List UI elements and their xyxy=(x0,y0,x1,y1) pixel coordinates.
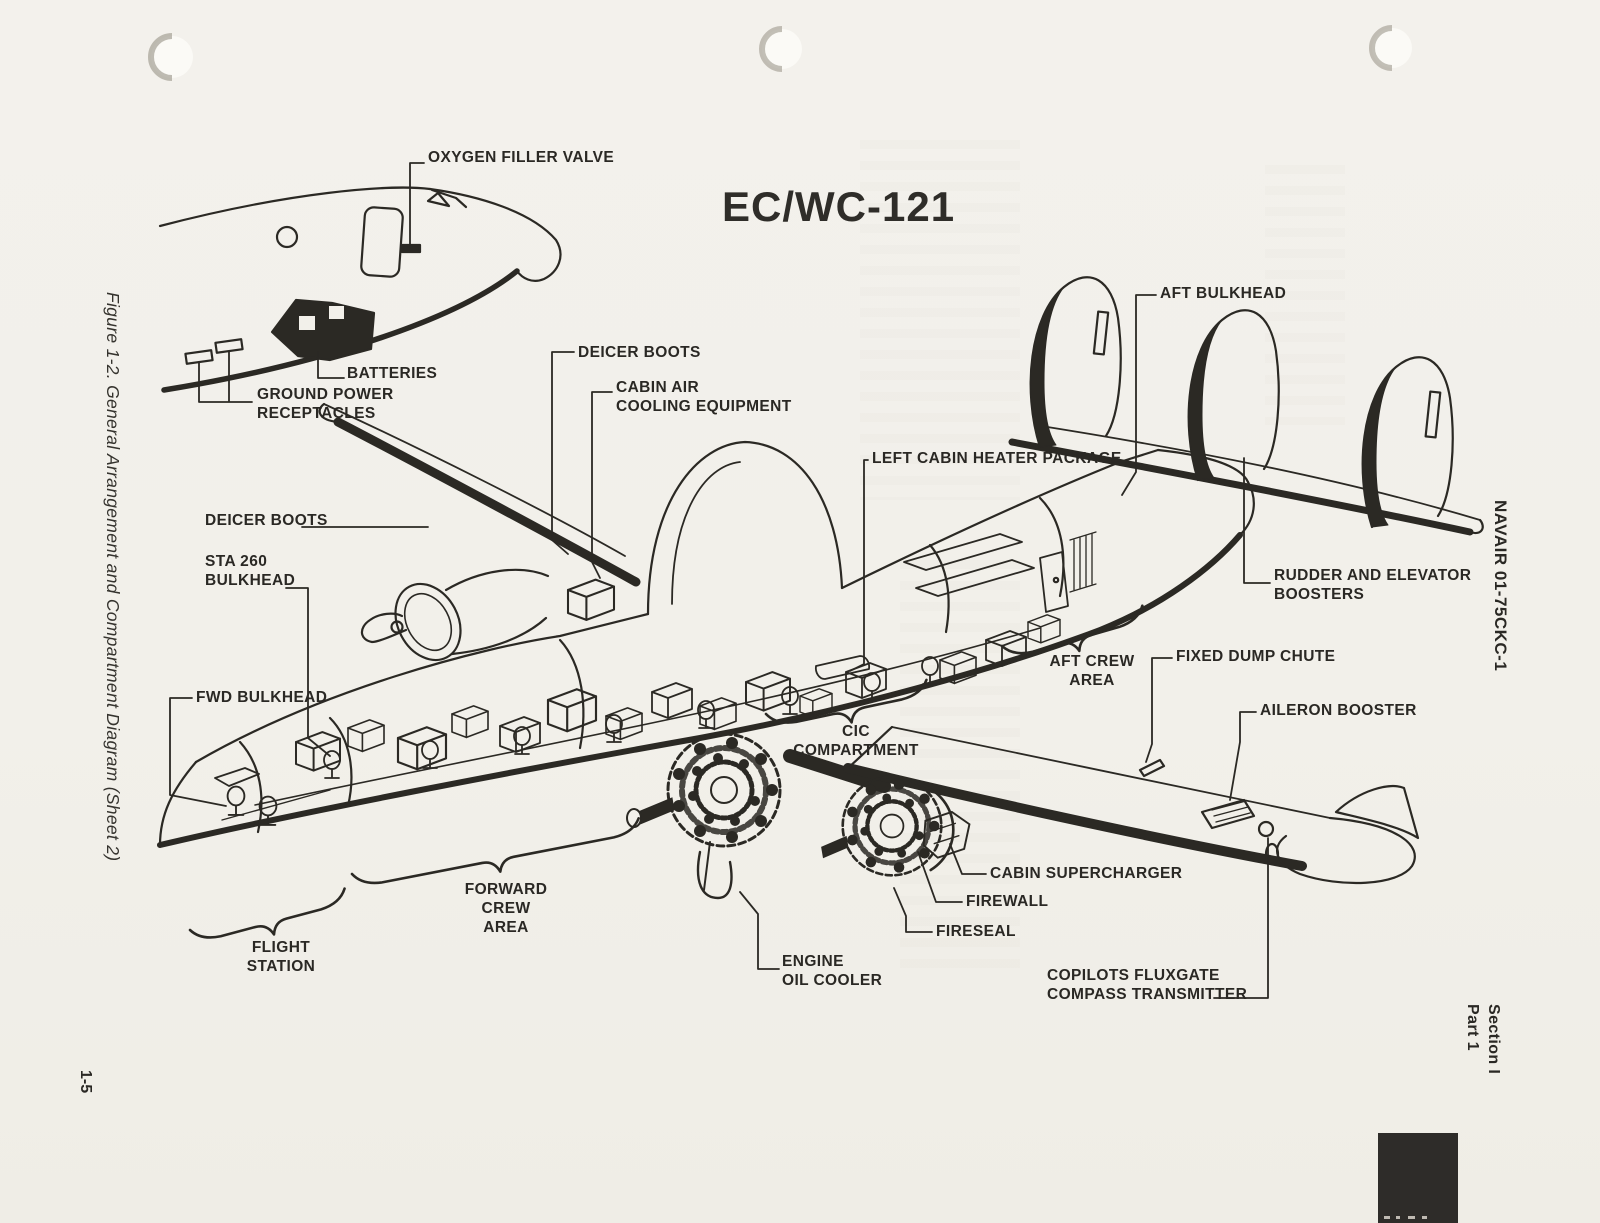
label-aft-bulkhead: AFT BULKHEAD xyxy=(1160,285,1287,302)
nose-inset-drawing xyxy=(158,186,562,393)
label-firewall: FIREWALL xyxy=(966,893,1049,910)
engine-no1-drawing xyxy=(626,734,780,900)
section-part: Section I Part 1 xyxy=(1464,1004,1502,1075)
leader-lines xyxy=(169,162,1271,999)
page-number: 1-5 xyxy=(77,1070,94,1094)
label-ground-power-receptacles: GROUND POWER RECEPTACLES xyxy=(257,386,394,422)
label-oxygen-filler-valve: OXYGEN FILLER VALVE xyxy=(428,149,615,166)
label-forward-crew-area: FORWARD CREW AREA xyxy=(464,881,548,936)
label-flight-station: FLIGHT STATION xyxy=(246,939,316,975)
label-cic-compartment: CIC COMPARTMENT xyxy=(793,723,919,759)
label-batteries: BATTERIES xyxy=(347,365,438,382)
label-fixed-dump-chute: FIXED DUMP CHUTE xyxy=(1176,648,1336,665)
figure-caption: Figure 1-2. General Arrangement and Comp… xyxy=(103,292,123,862)
punch-holes xyxy=(148,25,1412,81)
engine-no2-drawing xyxy=(821,777,971,876)
label-deicer-boots-top: DEICER BOOTS xyxy=(578,344,701,361)
label-engine-oil-cooler: ENGINE OIL COOLER xyxy=(782,953,883,989)
label-rudder-and-elevator-boosters: RUDDER AND ELEVATOR BOOSTERS xyxy=(1274,567,1472,603)
label-cabin-supercharger: CABIN SUPERCHARGER xyxy=(990,865,1183,882)
label-fwd-bulkhead: FWD BULKHEAD xyxy=(196,689,328,706)
label-aft-crew-area: AFT CREW AREA xyxy=(1049,653,1135,689)
label-fireseal: FIRESEAL xyxy=(936,923,1016,940)
corner-ink-block xyxy=(1378,1133,1458,1223)
label-aileron-booster: AILERON BOOSTER xyxy=(1260,702,1417,719)
label-left-cabin-heater-package: LEFT CABIN HEATER PACKAGE xyxy=(872,450,1122,467)
label-copilots-fluxgate-compass-transmitter: COPILOTS FLUXGATE COMPASS TRANSMITTER xyxy=(1047,967,1248,1003)
label-cabin-air-cooling-equipment: CABIN AIR COOLING EQUIPMENT xyxy=(616,379,792,415)
area-braces xyxy=(188,604,1144,939)
label-deicer-boots-left: DEICER BOOTS xyxy=(205,512,328,529)
doc-reference: NAVAIR 01-75CKC-1 xyxy=(1491,500,1510,672)
main-aircraft-drawing xyxy=(157,276,1484,885)
label-sta-260-bulkhead: STA 260 BULKHEAD xyxy=(205,553,296,589)
diagram-title: EC/WC-121 xyxy=(722,183,956,230)
